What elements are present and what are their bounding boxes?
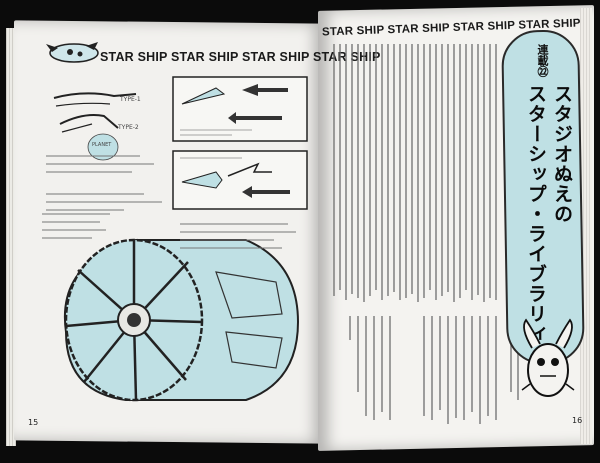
type2-label: TYPE-2 — [118, 124, 139, 131]
left-banner: STAR SHIP STAR SHIP STAR SHIP STAR SHIP — [100, 50, 381, 64]
series-label: 連載㉒ — [536, 44, 549, 77]
article-body-text — [333, 44, 497, 424]
missile-diagram-1 — [172, 76, 308, 142]
missile-diagram-2 — [172, 150, 308, 210]
left-page-edges — [6, 28, 16, 446]
handwritten-notes-left — [46, 155, 162, 211]
page-number-left: 15 — [28, 418, 39, 427]
article-title-line1: スタジオぬえの — [551, 84, 573, 224]
type1-label: TYPE-1 — [120, 96, 141, 103]
handwritten-notes-right — [180, 223, 296, 249]
needle-ships-sketch — [53, 92, 137, 133]
planet-label: PLANET — [92, 142, 112, 148]
cylinder-ship-illustration — [63, 238, 300, 402]
planet-circle — [87, 133, 119, 161]
mascot-creature-icon — [521, 318, 575, 397]
starship-logo-icon — [46, 42, 99, 63]
handwritten-notes-cylinder — [42, 213, 110, 239]
page-number-right: 16 — [572, 416, 583, 425]
article-title-line2: スターシップ・ライブラリィ — [525, 84, 547, 344]
